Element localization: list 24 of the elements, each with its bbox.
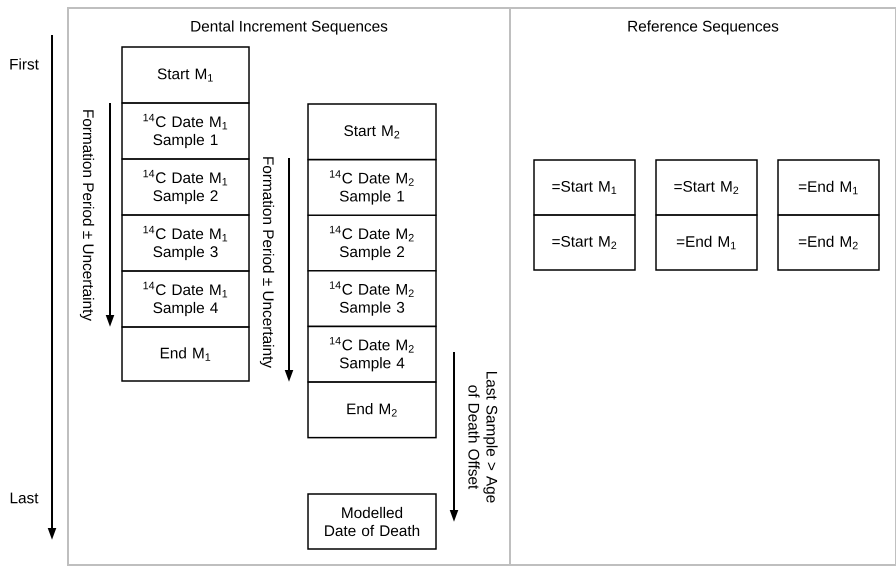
sequence-box: =Start M$_{2}$ (533, 214, 636, 271)
sequence-box: =Start M$_{1}$ (533, 159, 636, 216)
sequence-box: $^{14}$C Date M$_{2}$ Sample 2 (307, 214, 437, 272)
sequence-box: $^{14}$C Date M$_{1}$ Sample 4 (121, 270, 250, 328)
sequence-box: End M$_{1}$ (121, 326, 250, 382)
sequence-box: Start M$_{1}$ (121, 46, 250, 104)
axis-label: Last (10, 492, 38, 504)
sequence-box: $^{14}$C Date M$_{1}$ Sample 2 (121, 158, 250, 216)
sequence-box: $^{14}$C Date M$_{1}$ Sample 1 (121, 102, 250, 160)
sequence-box: =End M$_{2}$ (777, 214, 880, 271)
sequence-box: $^{14}$C Date M$_{2}$ Sample 1 (307, 158, 437, 216)
sequence-box: =End M$_{1}$ (655, 214, 758, 271)
axis-label: First (10, 58, 39, 70)
sequence-box: Modelled Date of Death (307, 493, 437, 550)
arrow-label: Last Sample > Age of Death Offset (468, 372, 498, 503)
sequence-box: $^{14}$C Date M$_{1}$ Sample 3 (121, 214, 250, 272)
sequence-box: Start M$_{2}$ (307, 103, 437, 160)
sequence-box: $^{14}$C Date M$_{2}$ Sample 3 (307, 270, 437, 328)
sequence-box: End M$_{2}$ (307, 381, 437, 438)
arrow-label: Formation Period ± Uncertainty (80, 110, 94, 321)
sequence-box: =End M$_{1}$ (777, 159, 880, 216)
arrow-label: Formation Period ± Uncertainty (260, 157, 274, 368)
sequence-box: =Start M$_{2}$ (655, 159, 758, 216)
sequence-box: $^{14}$C Date M$_{2}$ Sample 4 (307, 326, 437, 383)
